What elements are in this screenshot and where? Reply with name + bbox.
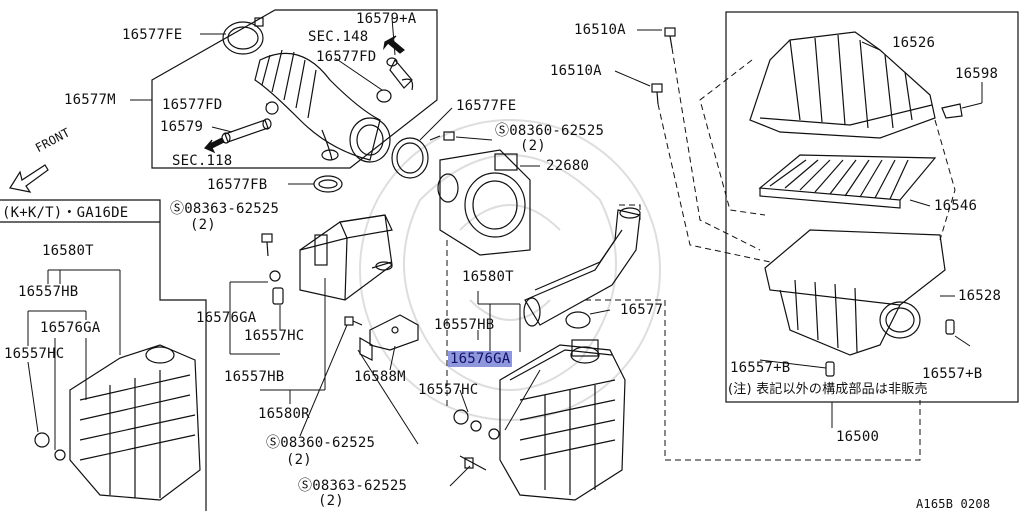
cleaner-case-16528 (764, 229, 946, 356)
label-sec118[interactable]: SEC.118 (172, 153, 233, 169)
throttle-housing (437, 149, 531, 256)
cleaner-cover-16526 (749, 31, 936, 139)
variant-inset-frame (0, 199, 207, 511)
label-16579[interactable]: 16579 (160, 119, 204, 135)
label-bolt1-qty: (2) (520, 138, 546, 154)
label-bolt2-qty: (2) (190, 217, 216, 233)
label-16598[interactable]: 16598 (955, 66, 999, 82)
label-16577FE-mid[interactable]: 16577FE (456, 98, 517, 114)
filter-element-16546 (758, 154, 937, 209)
label-16557HC-mid[interactable]: 16557HC (418, 382, 479, 398)
label-16580R[interactable]: 16580R (258, 406, 310, 422)
label-16510A-2[interactable]: 16510A (550, 63, 602, 79)
label-16577M[interactable]: 16577M (64, 92, 116, 108)
label-bolt4[interactable]: Ⓢ08363-62525 (298, 478, 407, 494)
label-16546[interactable]: 16546 (934, 198, 978, 214)
clamp-16577FD-mid (265, 101, 279, 115)
grommet-16576GA (269, 270, 281, 282)
air-cleaner-box (725, 11, 1019, 403)
label-16557HC-left[interactable]: 16557HC (244, 328, 305, 344)
label-16577FB[interactable]: 16577FB (207, 177, 268, 193)
washer-mid-b (488, 428, 500, 440)
label-inset-16580T[interactable]: 16580T (42, 243, 94, 259)
clamp-16577FB (313, 175, 343, 193)
label-inset-16576GA[interactable]: 16576GA (40, 320, 101, 336)
inset-grommet-a (34, 432, 50, 448)
leader-lines (27, 17, 983, 487)
label-16526[interactable]: 16526 (892, 35, 936, 51)
label-16557HB-left2[interactable]: 16557HB (224, 369, 285, 385)
clip-16598 (941, 103, 963, 119)
clamp-16577FE-mid (391, 137, 429, 179)
label-bolt3-qty: (2) (286, 452, 312, 468)
intake-assembly-box (151, 9, 438, 169)
bracket-16588M (359, 314, 419, 361)
label-bolt1[interactable]: Ⓢ08360-62525 (495, 123, 604, 139)
bolt-08363-left (261, 233, 273, 257)
label-inset-16557HC[interactable]: 16557HC (4, 346, 65, 362)
washer-mid-a (470, 420, 482, 432)
label-22680[interactable]: 22680 (546, 158, 590, 174)
label-sec148[interactable]: SEC.148 (308, 29, 369, 45)
clamp-16577FD-top (376, 89, 392, 103)
label-16557B-2[interactable]: 16557+B (922, 366, 983, 382)
grommet-16557HC (272, 287, 284, 305)
label-16528[interactable]: 16528 (958, 288, 1002, 304)
label-16588M[interactable]: 16588M (354, 369, 406, 385)
bolt3-number: 08360-62525 (280, 435, 376, 451)
grommet-16557B-left (825, 361, 835, 377)
label-bolt4-qty: (2) (318, 493, 344, 509)
bolt-16510A-2 (651, 83, 663, 105)
label-inset-16557HB[interactable]: 16557HB (18, 284, 79, 300)
arrow-sec118-icon (204, 137, 225, 154)
grommet-mid-a (453, 409, 469, 425)
variant-note: (K+K/T)・GA16DE (2, 205, 129, 221)
bolt-08360-a (429, 131, 455, 141)
bolt-08363-bottom (459, 455, 487, 471)
bolt1-number: 08360-62525 (509, 123, 605, 139)
intake-duct-16577M (254, 49, 391, 163)
label-16579A[interactable]: 16579+A (356, 11, 417, 27)
inset-washer-a (54, 449, 66, 461)
label-16510A-1[interactable]: 16510A (574, 22, 626, 38)
bolt2-number: 08363-62525 (184, 201, 280, 217)
grommet-16557B-right (945, 319, 955, 335)
label-16557B-1[interactable]: 16557+B (730, 360, 791, 376)
resonator-16580R (299, 214, 393, 301)
resonator-16580T-mid (499, 339, 626, 501)
label-16580T-mid[interactable]: 16580T (462, 269, 514, 285)
s-circle-icon: Ⓢ (170, 201, 185, 217)
label-16557HB-mid[interactable]: 16557HB (434, 317, 495, 333)
bolt4-number: 08363-62525 (312, 478, 408, 494)
label-16576GA-left[interactable]: 16576GA (196, 310, 257, 326)
label-16576GA-mid-highlighted[interactable]: 16576GA (448, 351, 513, 367)
inset-resonator (69, 344, 201, 501)
label-16577[interactable]: 16577 (620, 302, 664, 318)
label-16500[interactable]: 16500 (836, 429, 880, 445)
figure-code: A165B 0208 (916, 497, 991, 511)
bolt-16510A-1 (664, 27, 676, 49)
label-bolt2[interactable]: Ⓢ08363-62525 (170, 201, 279, 217)
clamp-16577FE-top (222, 17, 264, 55)
s-circle-icon: Ⓢ (495, 123, 510, 139)
front-arrow-icon (9, 164, 49, 193)
watermark-logo (359, 119, 661, 421)
s-circle-icon: Ⓢ (298, 478, 313, 494)
note-not-sold: (注) 表記以外の構成部品は非販売 (728, 382, 928, 397)
dashed-leaders (446, 47, 956, 461)
label-16577FE-top[interactable]: 16577FE (122, 27, 183, 43)
label-bolt3[interactable]: Ⓢ08360-62525 (266, 435, 375, 451)
hose-16579A (386, 57, 414, 91)
bolt-small-a (344, 316, 363, 326)
s-circle-icon: Ⓢ (266, 435, 281, 451)
label-16577FD-top[interactable]: 16577FD (316, 49, 377, 65)
label-16577FD-mid[interactable]: 16577FD (162, 97, 223, 113)
